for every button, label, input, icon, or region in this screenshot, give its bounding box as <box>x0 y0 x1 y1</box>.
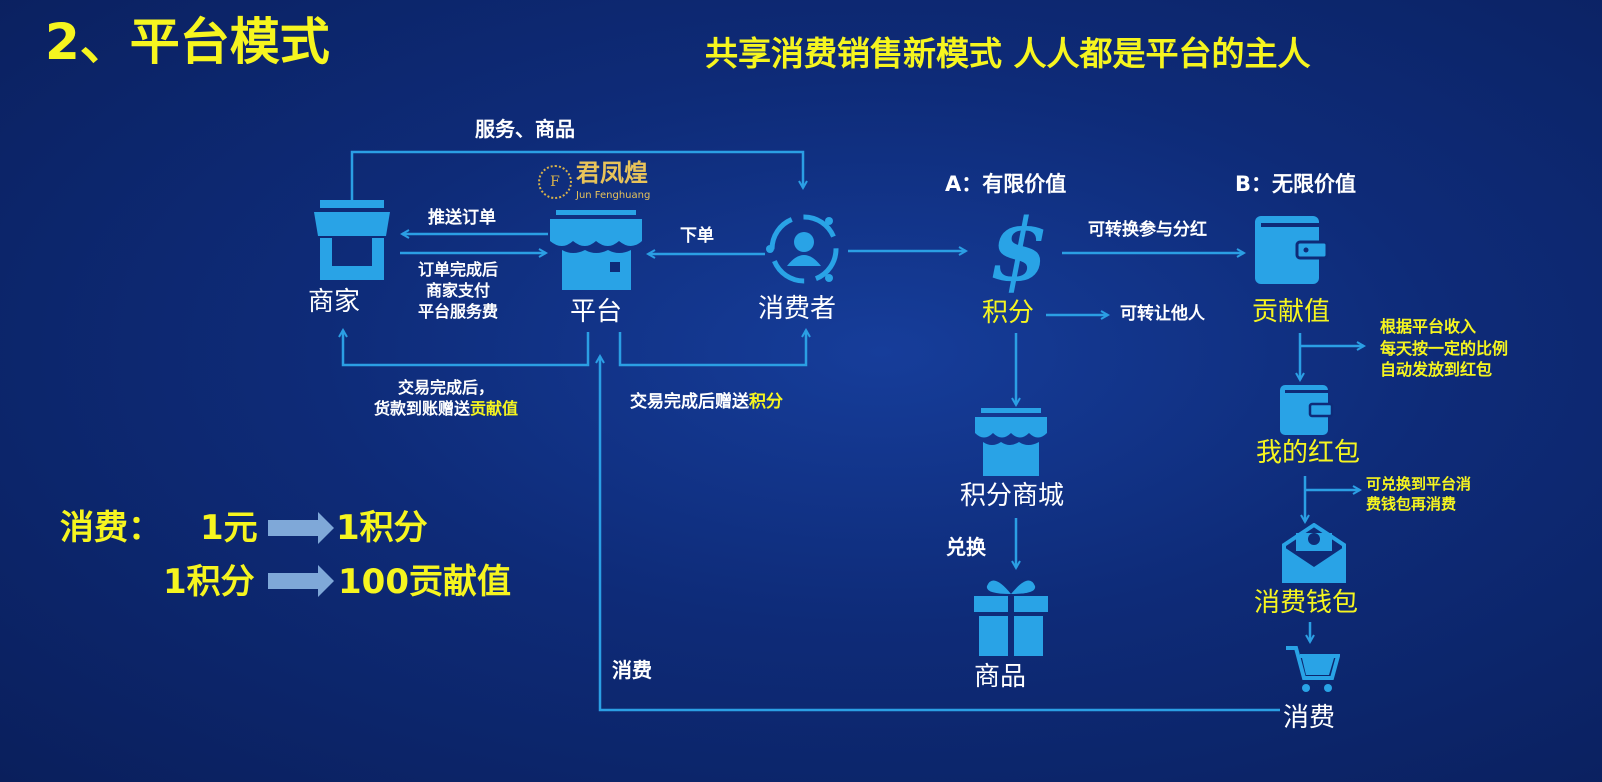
logo-name-cn: 君凤煌 <box>576 158 648 187</box>
contribution-wallet-icon <box>1255 216 1329 284</box>
logo-badge-icon: F <box>538 165 572 199</box>
label-exchange: 兑换 <box>946 535 986 559</box>
arrow-platform-consumer <box>618 330 806 367</box>
arrow-services-goods <box>350 150 803 200</box>
gift-box-icon <box>974 580 1048 656</box>
label-platform: 平台 <box>570 297 623 327</box>
rate-row-1-to: 1积分 <box>336 508 428 548</box>
label-exchange-wallet: 可兑换到平台消费钱包再消费 <box>1366 475 1472 514</box>
page-title: 2、平台模式 <box>45 13 330 71</box>
label-auto-distribute: 根据平台收入每天按一定的比例自动发放到红包 <box>1380 317 1509 380</box>
label-transfer-others: 可转让他人 <box>1120 304 1205 324</box>
label-consume-bottom: 消费 <box>1283 703 1336 733</box>
rate-row-2-from: 1积分 <box>163 562 255 602</box>
rate-row-1-label: 消费： <box>60 508 162 548</box>
consumer-user-icon <box>766 214 839 284</box>
shopping-cart-icon <box>1286 646 1340 692</box>
label-push-order: 推送订单 <box>428 208 496 228</box>
label-services-goods: 服务、商品 <box>475 117 575 141</box>
label-points: 积分 <box>982 298 1035 328</box>
label-place-order: 下单 <box>680 226 714 246</box>
label-limited-value: A：有限价值 <box>945 172 1067 196</box>
rate-row-1-from: 1元 <box>200 508 258 548</box>
label-goods: 商品 <box>974 662 1027 692</box>
rate-arrow-1 <box>268 512 334 544</box>
arrow-platform-merchant <box>343 330 590 367</box>
label-consumer: 消费者 <box>758 294 837 324</box>
platform-store-icon <box>550 210 642 290</box>
label-convert-dividend: 可转换参与分红 <box>1088 220 1207 240</box>
label-contribution: 贡献值 <box>1252 297 1331 327</box>
page-subtitle: 共享消费销售新模式 人人都是平台的主人 <box>705 34 1311 73</box>
points-symbol-icon: $ <box>989 200 1049 301</box>
logo-name-en: Jun Fenghuang <box>576 190 651 201</box>
label-my-red-packet: 我的红包 <box>1256 438 1361 468</box>
brand-logo: F 君凤煌 Jun Fenghuang <box>538 160 673 206</box>
label-payment-contribution: 交易完成后，货款到账赠送贡献值 <box>374 378 519 418</box>
label-points-mall: 积分商城 <box>960 481 1065 511</box>
rate-row-2-to: 100贡献值 <box>338 562 511 602</box>
rate-arrow-2 <box>268 565 334 597</box>
red-packet-wallet-icon <box>1280 385 1334 435</box>
points-mall-store-icon <box>975 408 1047 476</box>
label-unlimited-value: B：无限价值 <box>1235 172 1357 196</box>
label-gift-points: 交易完成后赠送积分 <box>630 392 783 412</box>
arrow-consume-return <box>600 356 1280 712</box>
label-consume-return: 消费 <box>612 658 652 682</box>
label-merchant: 商家 <box>308 287 361 317</box>
label-consume-wallet: 消费钱包 <box>1254 588 1359 618</box>
merchant-store-icon <box>314 200 390 280</box>
consume-wallet-envelope-icon <box>1282 523 1346 583</box>
label-merchant-pays: 订单完成后商家支付平台服务费 <box>418 260 499 321</box>
